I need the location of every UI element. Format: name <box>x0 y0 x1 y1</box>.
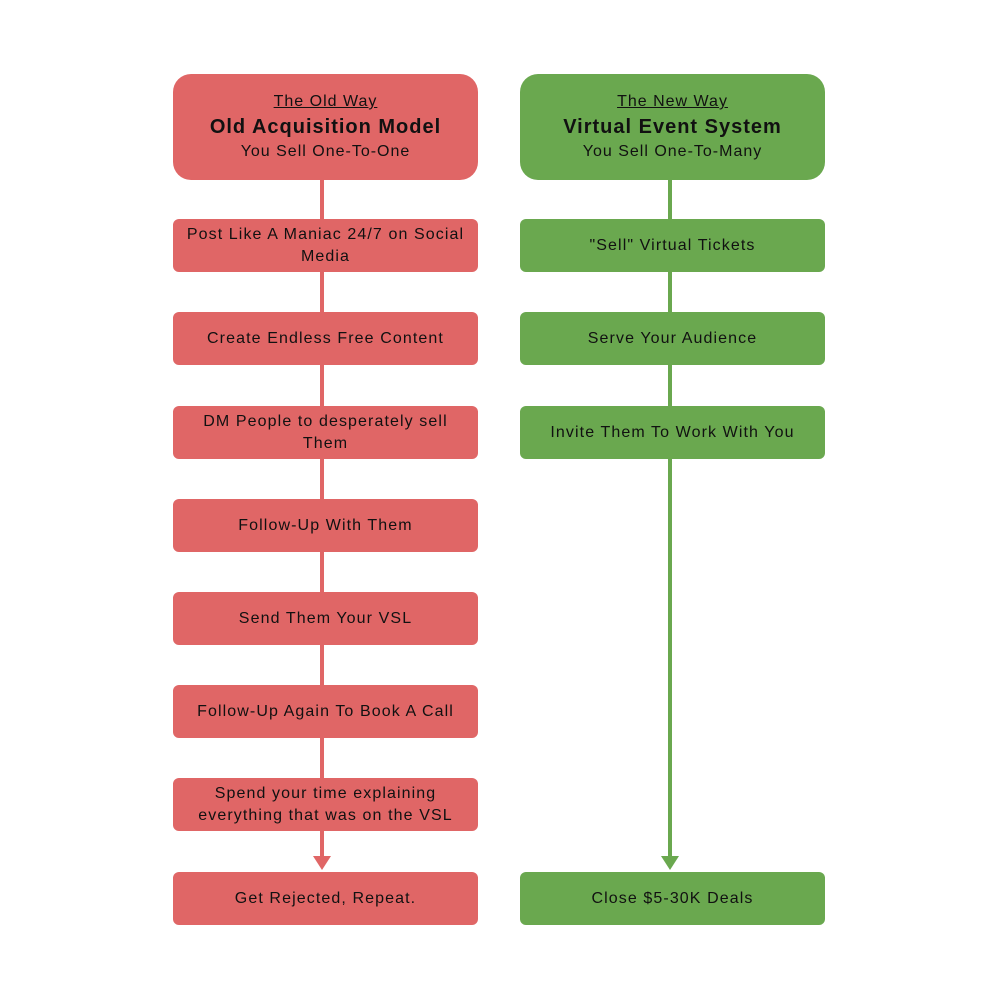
new-step-3: Invite Them To Work With You <box>520 406 825 459</box>
old-way-arrowhead <box>313 856 331 870</box>
old-step-6: Follow-Up Again To Book A Call <box>173 685 478 738</box>
old-way-subtitle: You Sell One-To-One <box>240 143 411 160</box>
new-way-outcome: Close $5-30K Deals <box>520 872 825 925</box>
old-way-kicker: The Old Way <box>273 93 378 110</box>
new-way-header: The New Way Virtual Event System You Sel… <box>520 74 825 180</box>
old-step-5: Send Them Your VSL <box>173 592 478 645</box>
old-way-title: Old Acquisition Model <box>209 116 442 138</box>
old-way-header: The Old Way Old Acquisition Model You Se… <box>173 74 478 180</box>
old-step-2: Create Endless Free Content <box>173 312 478 365</box>
new-step-2: Serve Your Audience <box>520 312 825 365</box>
new-step-1: "Sell" Virtual Tickets <box>520 219 825 272</box>
new-way-subtitle: You Sell One-To-Many <box>582 143 763 160</box>
old-way-outcome: Get Rejected, Repeat. <box>173 872 478 925</box>
new-way-kicker: The New Way <box>617 93 728 110</box>
new-way-title: Virtual Event System <box>563 116 782 138</box>
new-way-connector-line <box>668 178 672 856</box>
old-step-1: Post Like A Maniac 24/7 on Social Media <box>173 219 478 272</box>
old-step-3: DM People to desperately sell Them <box>173 406 478 459</box>
old-step-7: Spend your time explaining everything th… <box>173 778 478 831</box>
new-way-arrowhead <box>661 856 679 870</box>
old-step-4: Follow-Up With Them <box>173 499 478 552</box>
